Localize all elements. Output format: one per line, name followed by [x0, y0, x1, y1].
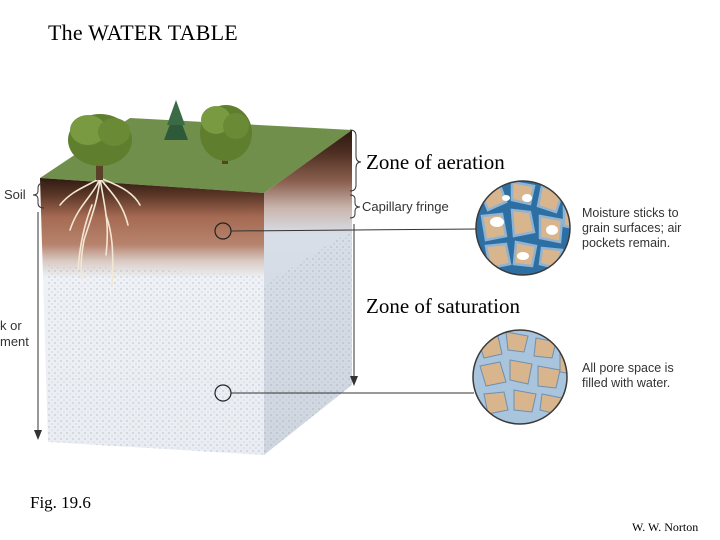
figure-caption: Fig. 19.6: [30, 493, 91, 512]
tree-left: [68, 114, 132, 180]
aeration-note: Moisture sticks to grain surfaces; air p…: [582, 206, 682, 250]
saturation-note: All pore space is filled with water.: [582, 361, 674, 390]
tree-roots: [59, 177, 141, 286]
soil-label: Soil: [4, 187, 26, 202]
saturation-closeup: [473, 330, 567, 424]
aeration-closeup: [476, 181, 570, 275]
tree-right: [200, 105, 252, 164]
bedrock-label-line1: k or: [0, 318, 22, 333]
zone-aeration-label: Zone of aeration: [366, 150, 505, 174]
aeration-bracket: [349, 129, 362, 192]
soil-bracket: [32, 182, 45, 209]
bedrock-label-line2: ment: [0, 334, 29, 349]
capillary-fringe-label: Capillary fringe: [362, 199, 449, 214]
page-title: The WATER TABLE: [48, 20, 238, 45]
capillary-bracket: [349, 194, 361, 219]
credit-text: W. W. Norton: [632, 520, 699, 534]
zone-saturation-label: Zone of saturation: [366, 294, 520, 318]
tree-pine: [164, 100, 188, 140]
